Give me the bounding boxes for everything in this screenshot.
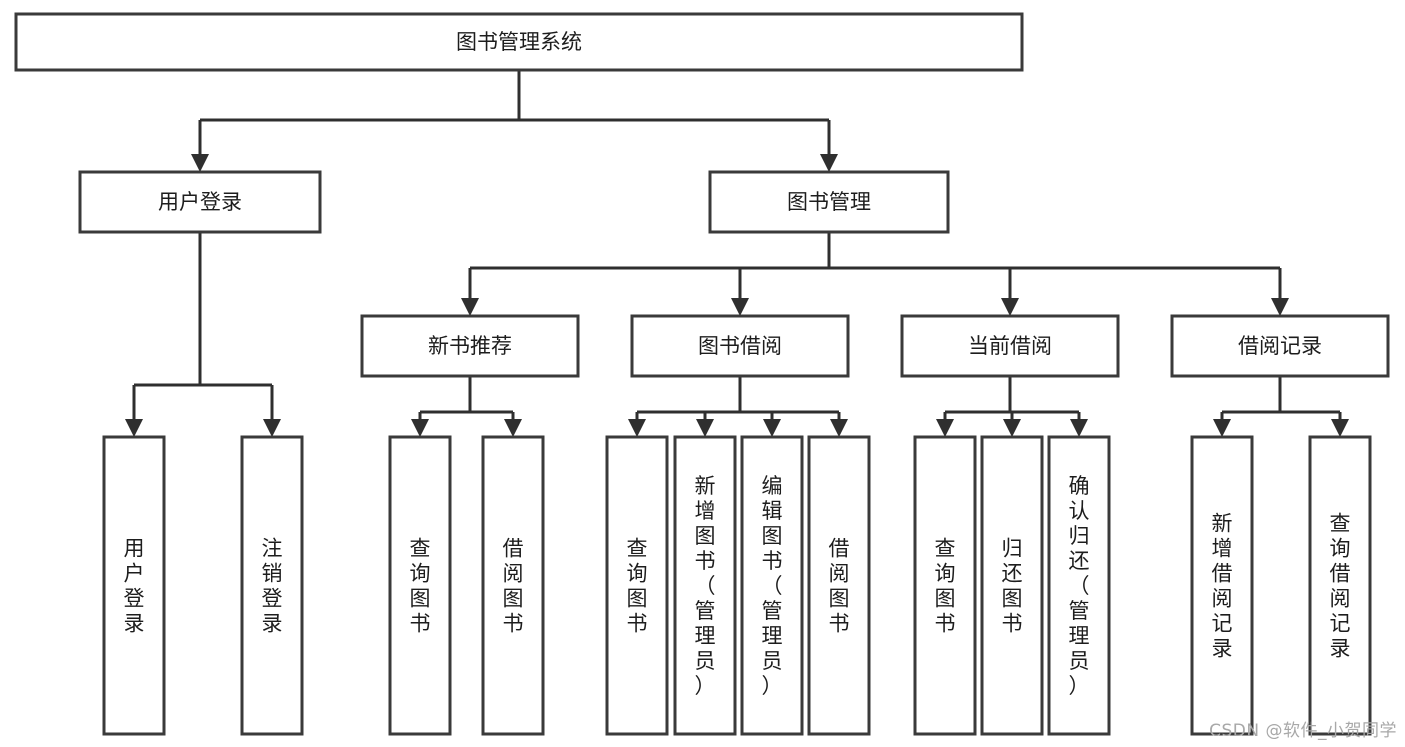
node-box-user-login-leaf <box>102 435 166 736</box>
node-label-new-book-recommend: 新书推荐 <box>428 334 512 358</box>
node-label-query-book-3: 查询图书 <box>935 537 956 636</box>
node-label-borrow-record: 借阅记录 <box>1238 334 1322 358</box>
arrow-head-icon <box>263 419 281 437</box>
node-confirm-return-admin[interactable]: 确认归还（管理员） <box>1047 435 1111 736</box>
node-book-management[interactable]: 图书管理 <box>708 170 950 234</box>
node-label-confirm-return-admin: 确认归还（管理员） <box>1069 474 1090 698</box>
node-box-user-login <box>78 170 322 234</box>
node-box-add-book-admin <box>673 435 737 736</box>
node-label-return-book: 归还图书 <box>1002 537 1023 636</box>
node-borrow-record[interactable]: 借阅记录 <box>1170 314 1390 378</box>
node-box-root <box>14 12 1024 72</box>
node-box-confirm-return-admin <box>1047 435 1111 736</box>
node-current-borrow[interactable]: 当前借阅 <box>900 314 1120 378</box>
node-query-book-1[interactable]: 查询图书 <box>388 435 452 736</box>
node-borrow-book-2[interactable]: 借阅图书 <box>807 435 871 736</box>
arrow-head-icon <box>1003 419 1021 437</box>
arrow-head-icon <box>1331 419 1349 437</box>
node-return-book[interactable]: 归还图书 <box>980 435 1044 736</box>
arrow-head-icon <box>628 419 646 437</box>
arrow-head-icon <box>936 419 954 437</box>
node-label-add-book-admin: 新增图书（管理员） <box>695 474 716 698</box>
node-label-user-logout-leaf: 注销登录 <box>262 537 283 636</box>
node-box-current-borrow <box>900 314 1120 378</box>
node-box-book-borrow <box>630 314 850 378</box>
node-box-user-logout-leaf <box>240 435 304 736</box>
arrow-head-icon <box>411 419 429 437</box>
arrow-head-icon <box>763 419 781 437</box>
node-root[interactable]: 图书管理系统 <box>14 12 1024 72</box>
node-box-book-management <box>708 170 950 234</box>
node-label-user-login-leaf: 用户登录 <box>124 537 145 636</box>
node-label-book-management: 图书管理 <box>787 190 871 214</box>
watermark-label: CSDN @软件_小贺同学 <box>1209 721 1397 741</box>
arrow-head-icon <box>1271 298 1289 316</box>
node-user-logout-leaf[interactable]: 注销登录 <box>240 435 304 736</box>
node-label-add-borrow-record: 新增借阅记录 <box>1212 512 1233 661</box>
arrow-head-icon <box>731 298 749 316</box>
node-user-login[interactable]: 用户登录 <box>78 170 322 234</box>
node-box-return-book <box>980 435 1044 736</box>
arrow-head-icon <box>1070 419 1088 437</box>
connectors-layer <box>125 70 1349 437</box>
arrow-head-icon <box>1001 298 1019 316</box>
node-label-user-login: 用户登录 <box>158 190 242 214</box>
node-box-add-borrow-record <box>1190 435 1254 736</box>
node-label-borrow-book-2: 借阅图书 <box>829 537 850 636</box>
arrow-head-icon <box>820 154 838 172</box>
node-box-borrow-record <box>1170 314 1390 378</box>
node-box-borrow-book-1 <box>481 435 545 736</box>
node-box-query-borrow-record <box>1308 435 1372 736</box>
node-edit-book-admin[interactable]: 编辑图书（管理员） <box>740 435 804 736</box>
node-box-borrow-book-2 <box>807 435 871 736</box>
node-label-query-borrow-record: 查询借阅记录 <box>1330 512 1351 661</box>
node-query-borrow-record[interactable]: 查询借阅记录 <box>1308 435 1372 736</box>
arrow-head-icon <box>125 419 143 437</box>
arrow-head-icon <box>461 298 479 316</box>
arrow-head-icon <box>830 419 848 437</box>
arrow-head-icon <box>191 154 209 172</box>
node-label-borrow-book-1: 借阅图书 <box>503 537 524 636</box>
node-label-query-book-2: 查询图书 <box>627 537 648 636</box>
node-label-edit-book-admin: 编辑图书（管理员） <box>762 474 783 698</box>
node-borrow-book-1[interactable]: 借阅图书 <box>481 435 545 736</box>
node-user-login-leaf[interactable]: 用户登录 <box>102 435 166 736</box>
node-label-book-borrow: 图书借阅 <box>698 334 782 358</box>
node-box-query-book-1 <box>388 435 452 736</box>
node-new-book-recommend[interactable]: 新书推荐 <box>360 314 580 378</box>
arrow-head-icon <box>504 419 522 437</box>
arrow-head-icon <box>696 419 714 437</box>
node-box-edit-book-admin <box>740 435 804 736</box>
node-box-query-book-2 <box>605 435 669 736</box>
nodes-layer: 图书管理系统用户登录用户登录注销登录图书管理新书推荐查询图书借阅图书图书借阅查询… <box>14 12 1390 736</box>
node-add-borrow-record[interactable]: 新增借阅记录 <box>1190 435 1254 736</box>
arrow-head-icon <box>1213 419 1231 437</box>
node-label-query-book-1: 查询图书 <box>410 537 431 636</box>
node-book-borrow[interactable]: 图书借阅 <box>630 314 850 378</box>
node-label-current-borrow: 当前借阅 <box>968 334 1052 358</box>
node-query-book-2[interactable]: 查询图书 <box>605 435 669 736</box>
node-query-book-3[interactable]: 查询图书 <box>913 435 977 736</box>
node-label-root: 图书管理系统 <box>456 30 582 54</box>
node-box-new-book-recommend <box>360 314 580 378</box>
node-box-query-book-3 <box>913 435 977 736</box>
node-add-book-admin[interactable]: 新增图书（管理员） <box>673 435 737 736</box>
